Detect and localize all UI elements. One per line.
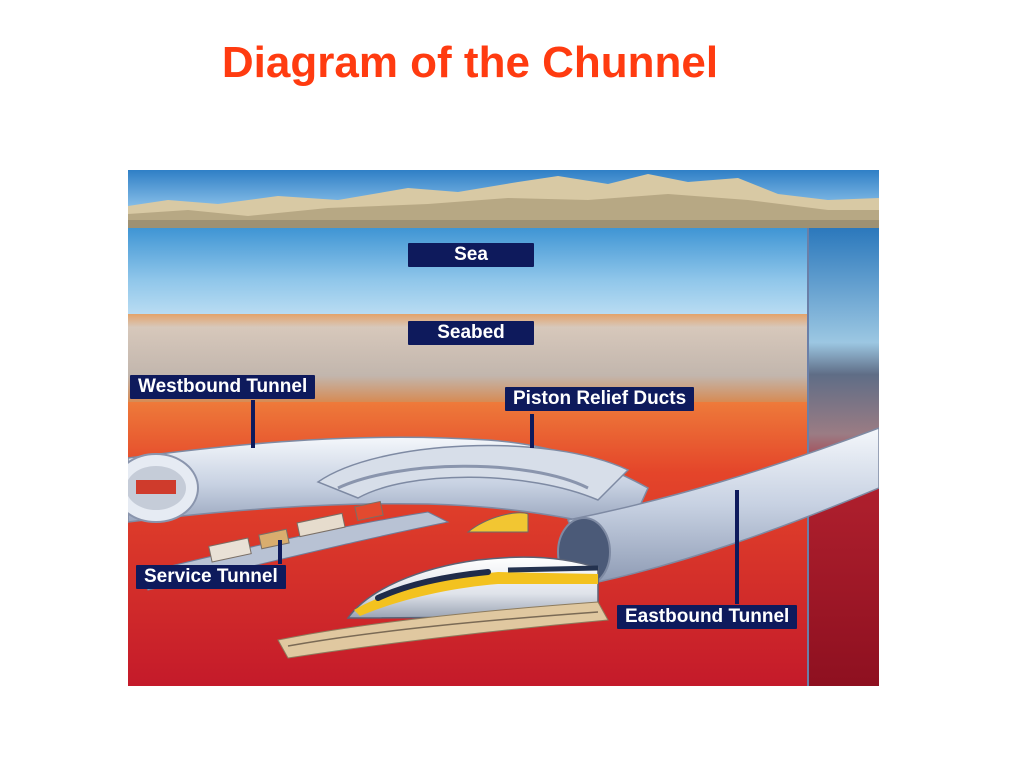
label-piston-relief-ducts: Piston Relief Ducts bbox=[505, 387, 695, 411]
label-westbound-tunnel: Westbound Tunnel bbox=[130, 375, 316, 399]
label-service-tunnel: Service Tunnel bbox=[136, 565, 286, 589]
service-leader-line bbox=[278, 540, 282, 564]
label-eastbound-tunnel: Eastbound Tunnel bbox=[617, 605, 798, 629]
chunnel-diagram: Sea Seabed Westbound Tunnel Piston Relie… bbox=[128, 170, 879, 686]
label-seabed: Seabed bbox=[408, 321, 534, 345]
westbound-leader-line bbox=[251, 400, 255, 448]
slide-title: Diagram of the Chunnel bbox=[221, 38, 719, 87]
piston-ducts-leader-line bbox=[530, 414, 534, 448]
label-sea: Sea bbox=[408, 243, 534, 267]
eastbound-leader-line bbox=[735, 490, 739, 604]
